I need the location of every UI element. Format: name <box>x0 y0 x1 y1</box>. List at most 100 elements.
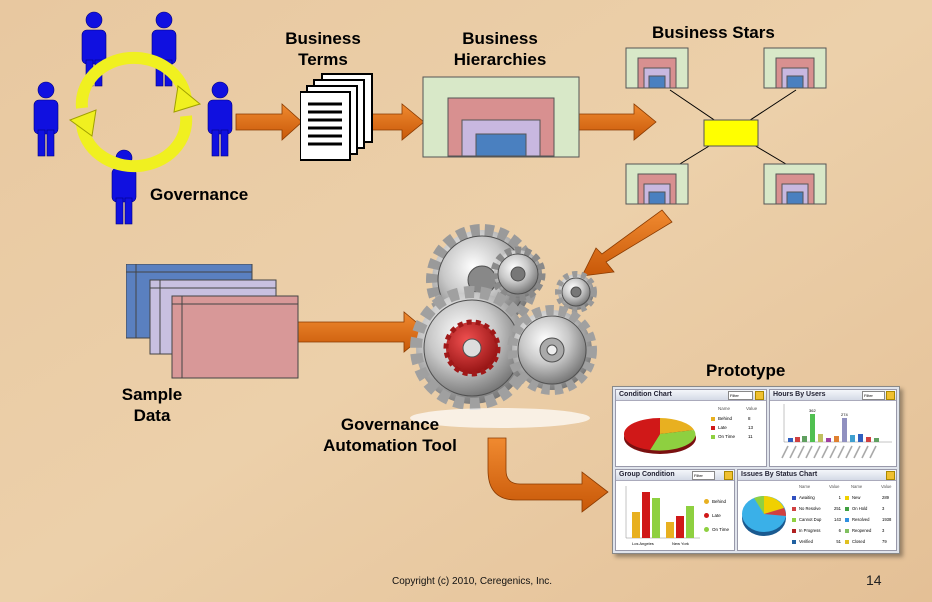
panel-menu-icon[interactable] <box>755 391 764 400</box>
panel-menu-icon[interactable] <box>886 471 895 480</box>
arrow-to-prototype <box>487 437 609 513</box>
legend-name: Closed <box>852 539 866 544</box>
legend-swatch <box>711 416 715 421</box>
legend-dot <box>704 526 709 532</box>
person-icon <box>207 81 233 157</box>
automation-tool-label: Governance Automation Tool <box>300 414 480 456</box>
dimension-icon <box>625 163 689 205</box>
legend-name: No Resolve <box>799 506 821 511</box>
automation-tool-line-2: Automation Tool <box>323 436 457 455</box>
legend-swatch <box>845 517 849 522</box>
filter-select[interactable]: Filter <box>862 391 885 400</box>
legend-value: 79 <box>882 539 887 544</box>
panel-menu-icon[interactable] <box>886 391 895 400</box>
filter-select[interactable]: Filter <box>728 391 753 400</box>
legend-value: 143 <box>834 517 841 522</box>
business-hierarchies-line-2: Hierarchies <box>453 50 547 69</box>
condition-pie-chart <box>623 418 696 454</box>
legend-header-name: Name <box>799 484 811 489</box>
legend-name: Verified <box>799 539 813 544</box>
gears-icon <box>410 224 597 428</box>
legend-value: 1 <box>838 495 841 500</box>
issues-by-status-panel: Issues By Status Chart Name Value Name V… <box>737 469 897 551</box>
prototype-label: Prototype <box>706 361 786 380</box>
hours-bar-chart: 362 274 <box>781 404 892 459</box>
legend-swatch <box>792 539 796 544</box>
legend-name: New <box>852 495 861 500</box>
legend-value: 51 <box>836 539 841 544</box>
group-legend: Behind Late On Time <box>704 494 729 536</box>
arrow-to-tool <box>581 209 673 277</box>
business-hierarchies-line-1: Business <box>462 29 538 48</box>
legend-swatch <box>792 517 796 522</box>
legend-swatch <box>845 528 849 533</box>
person-icon <box>111 149 137 225</box>
bar-value-label: 362 <box>809 408 816 413</box>
governance-group <box>33 11 233 225</box>
dimension-icon <box>763 47 827 89</box>
page-number: 14 <box>866 572 882 588</box>
legend-value: 11 <box>748 434 753 439</box>
legend-name: Resolved <box>852 517 870 522</box>
bar-value-label: 274 <box>841 412 848 417</box>
legend-value: 8 <box>748 416 751 421</box>
sample-data-line-2: Data <box>133 406 171 425</box>
business-stars-label: Business Stars <box>652 23 775 42</box>
arrow-to-terms <box>235 103 303 141</box>
business-terms-line-2: Terms <box>298 50 348 69</box>
group-bar-chart: Los Angeles New York <box>625 486 700 546</box>
person-icon <box>33 81 59 157</box>
legend-name: Reopened <box>852 528 872 533</box>
legend-value: 3 <box>882 506 885 511</box>
panel-title: Condition Chart <box>619 391 672 398</box>
legend-name: Late <box>718 425 727 430</box>
legend-header-value: Value <box>881 484 892 489</box>
legend-value: 6 <box>838 528 841 533</box>
sample-data-icon <box>126 264 299 379</box>
panel-title: Hours By Users <box>773 391 826 398</box>
arrow-to-stars <box>577 103 657 141</box>
legend-swatch <box>792 506 796 511</box>
legend-value: 1938 <box>882 517 892 522</box>
legend-name: On Time <box>718 434 736 439</box>
copyright-text: Copyright (c) 2010, Ceregenics, Inc. <box>392 576 553 587</box>
legend-name: Late <box>712 512 721 518</box>
group-condition-panel: Group Condition Filter Los Angeles New Y… <box>615 469 735 551</box>
documents-icon <box>300 73 373 161</box>
legend-name: Awaiting <box>799 495 815 500</box>
cycle-arrows-icon <box>68 51 202 173</box>
legend-name: On Time <box>712 526 730 532</box>
group-label: New York <box>672 541 689 546</box>
sample-data-line-1: Sample <box>121 385 183 404</box>
panel-menu-icon[interactable] <box>724 471 733 480</box>
legend-swatch <box>711 434 715 439</box>
dimension-icon <box>625 47 689 89</box>
arrow-to-hierarchies <box>371 103 425 141</box>
legend-header-name: Name <box>718 406 731 411</box>
legend-swatch <box>845 495 849 500</box>
legend-value: 251 <box>834 506 841 511</box>
panel-title: Group Condition <box>619 471 675 478</box>
legend-swatch <box>792 528 796 533</box>
hours-by-users-panel: Hours By Users Filter 362 274 <box>769 389 897 467</box>
issues-pie-chart <box>742 496 787 536</box>
legend-name: On Hold <box>852 506 868 511</box>
governance-label: Governance <box>150 185 249 204</box>
fact-table-icon <box>703 119 759 147</box>
business-hierarchies-label: Business Hierarchies <box>430 28 570 70</box>
star-schema-icon <box>625 47 827 205</box>
business-terms-label: Business Terms <box>268 28 378 70</box>
sample-data-label: Sample Data <box>112 384 192 426</box>
legend-swatch <box>711 425 715 430</box>
filter-select[interactable]: Filter <box>692 471 715 480</box>
legend-header-value: Value <box>829 484 840 489</box>
automation-tool-line-1: Governance <box>340 415 440 434</box>
legend-name: In Progress <box>799 528 821 533</box>
legend-value: 13 <box>748 425 754 430</box>
legend-header-value: Value <box>746 406 758 411</box>
dimension-icon <box>763 163 827 205</box>
